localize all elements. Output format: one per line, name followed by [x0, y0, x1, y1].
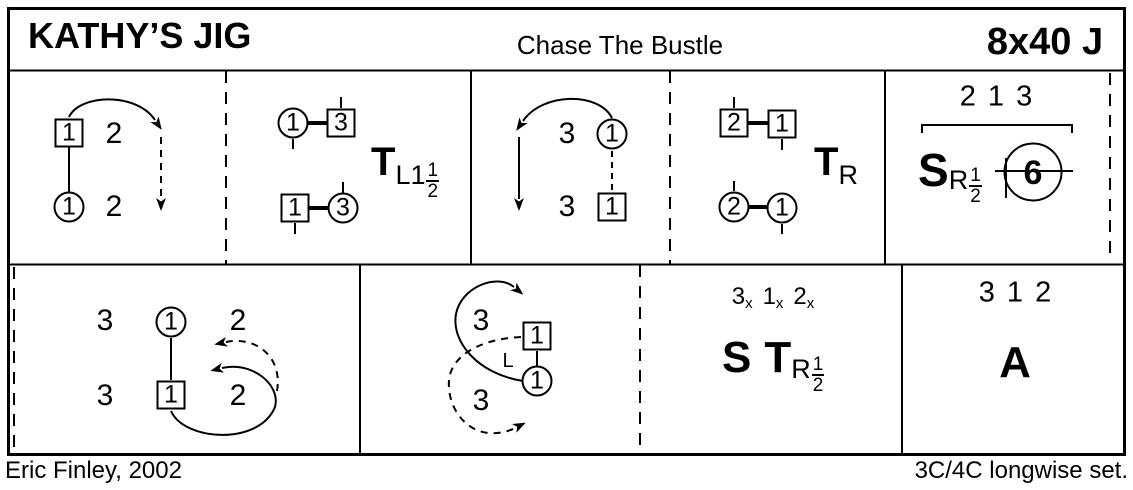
position-number: 3: [558, 117, 576, 150]
grid-borders: [7, 7, 1126, 456]
first-man-square: 1: [522, 321, 552, 351]
man-square: 1: [280, 193, 310, 223]
op-letter: S: [918, 144, 949, 196]
cell-cast-up: [514, 97, 613, 211]
lady-loop-dashed-arrow: [214, 336, 279, 392]
devisor-credit: Eric Finley, 2002: [5, 457, 182, 484]
op-letter: T: [371, 140, 396, 184]
first-man-square: 1: [597, 192, 627, 222]
cell-turn-right-links: [733, 97, 783, 234]
cell-cast-off: [68, 98, 166, 211]
reel-solid-arrow: [454, 280, 524, 382]
cell-loop: [170, 336, 279, 436]
lady-circle: 1: [766, 192, 798, 224]
position-number: 2: [229, 304, 247, 337]
position-number: 3: [96, 304, 114, 337]
op-letter: S: [722, 333, 752, 382]
shoulder-letter: L: [502, 350, 514, 372]
progression-order: 2 1 3: [959, 80, 1035, 113]
progression-order: 3 1 2: [978, 276, 1054, 309]
tune-title: Chase The Bustle: [516, 30, 724, 60]
outer-frame: [7, 7, 1126, 456]
reel-dashed-arrow: [447, 336, 526, 435]
man-loop-arrow: [170, 362, 277, 436]
repeat-code: 8x40 J: [986, 21, 1104, 63]
first-man-square: 1: [54, 118, 84, 148]
lady-circle: 1: [277, 107, 309, 139]
cell-circle-six: [921, 124, 1073, 202]
position-number: 2: [229, 379, 247, 412]
set-formation: 3C/4C longwise set.: [914, 457, 1128, 484]
op-letter: T: [764, 333, 792, 382]
position-number: 2: [105, 117, 123, 150]
position-number: 3: [558, 190, 576, 223]
cell-reel: [447, 280, 538, 435]
order-bracket: [921, 124, 1073, 133]
allemande-letter: A: [999, 338, 1031, 387]
cast-arc-arrow: [516, 97, 613, 131]
cell-turn-left-links: [292, 97, 344, 234]
op-subscript: R: [838, 160, 858, 190]
lady-circle: 2: [718, 191, 750, 223]
position-number: 3: [472, 384, 490, 417]
op-subscript: R: [948, 165, 969, 195]
op-subscript: R: [791, 354, 811, 384]
man-square: 2: [719, 108, 749, 138]
position-number: 2: [105, 190, 123, 223]
op-letter: T: [814, 140, 839, 184]
position-number: 3: [472, 304, 490, 337]
dance-title: KATHY’S JIG: [28, 15, 252, 56]
first-man-square: 1: [156, 380, 186, 410]
first-lady-circle: 1: [521, 365, 553, 397]
man-square: 3: [326, 108, 356, 138]
first-lady-circle: 1: [596, 118, 628, 150]
lady-circle: 3: [327, 192, 359, 224]
op-subscript: L1: [395, 160, 426, 190]
first-lady-circle: 1: [155, 306, 187, 338]
man-square: 1: [767, 109, 797, 139]
cast-arc-arrow: [68, 98, 162, 130]
position-number: 3: [96, 379, 114, 412]
first-lady-circle: 1: [53, 191, 85, 223]
hands-round-count: 6: [1023, 154, 1043, 192]
